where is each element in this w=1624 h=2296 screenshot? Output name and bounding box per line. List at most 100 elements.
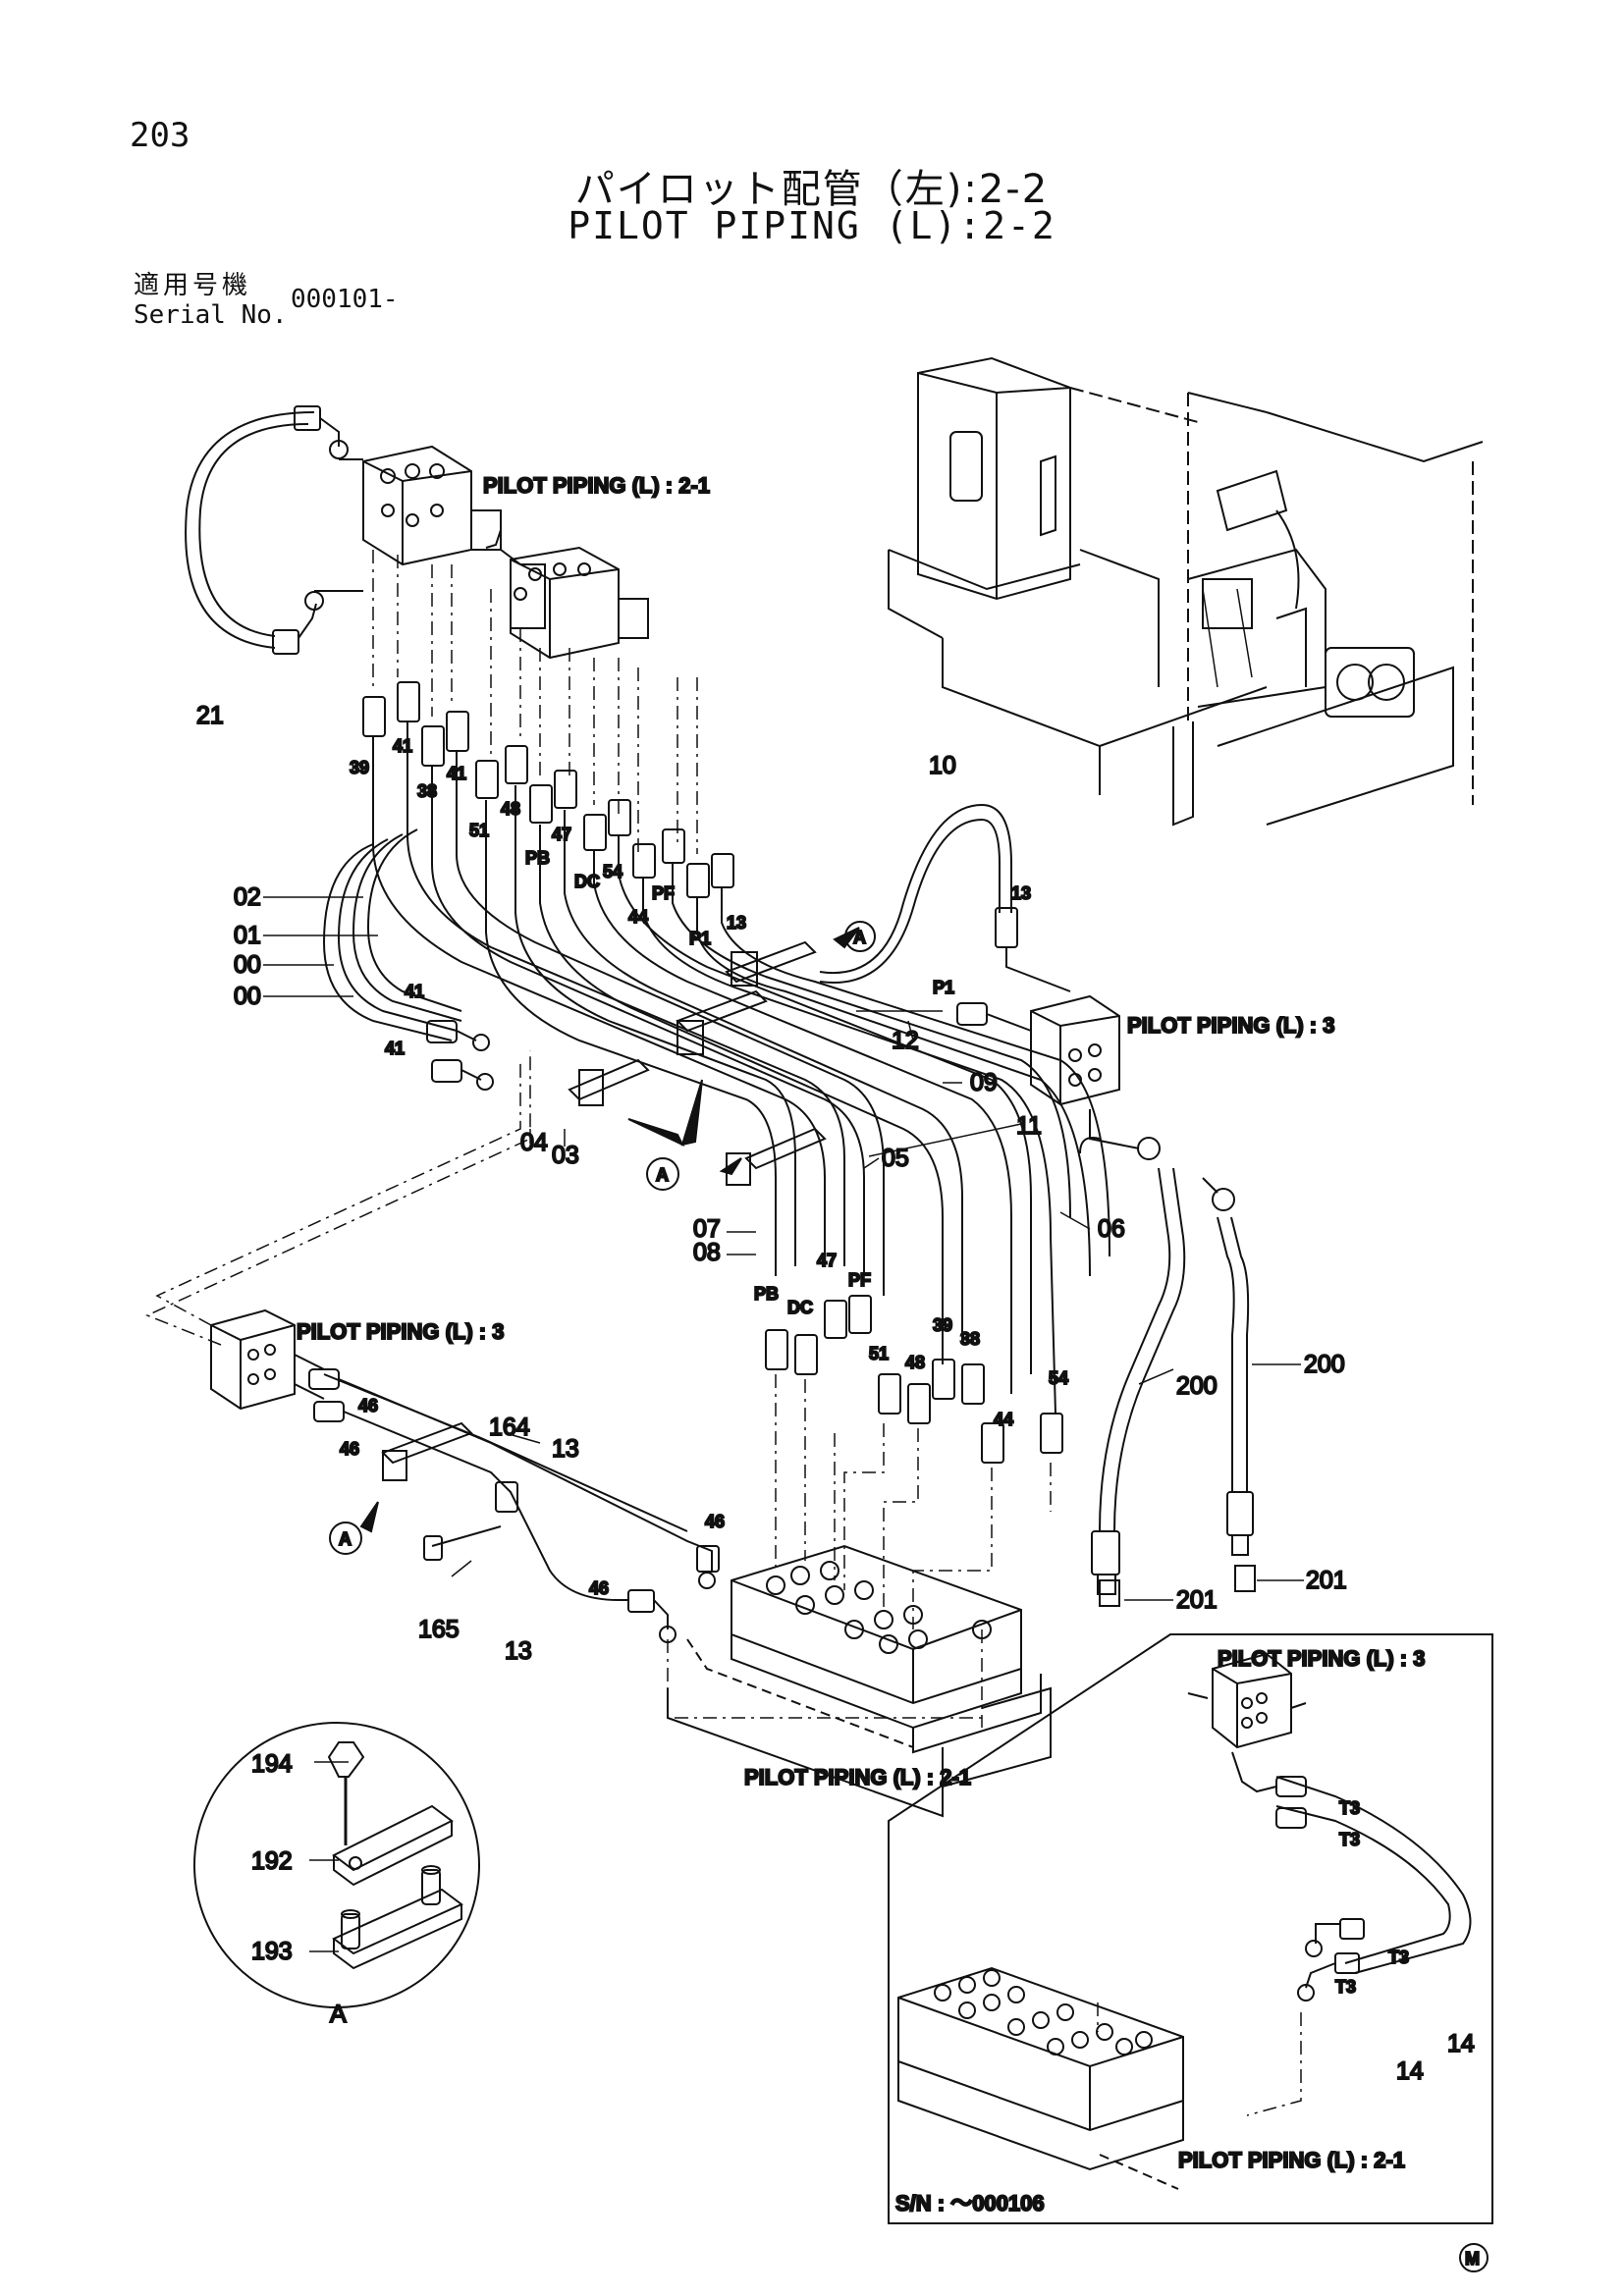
callout-06: 06 (1098, 1215, 1125, 1243)
detail-a-circle (193, 1722, 480, 2008)
serial-number-value: 000101- (291, 285, 399, 314)
callout-11: 11 (1016, 1112, 1042, 1140)
top-valve-blocks (362, 445, 649, 660)
callout-192: 192 (251, 1847, 293, 1875)
callout-200-b: 200 (1304, 1351, 1345, 1378)
callout-47: 47 (552, 825, 571, 844)
callout-21: 21 (196, 702, 224, 729)
callout-13-a: 13 (727, 913, 746, 933)
callout-48-b: 48 (905, 1353, 925, 1372)
callout-44-b: 44 (994, 1410, 1013, 1429)
callout-46-b: 46 (340, 1439, 359, 1459)
callout-51-b: 51 (869, 1344, 889, 1363)
callout-165: 165 (418, 1616, 460, 1643)
callout-46-a: 46 (358, 1396, 378, 1415)
leader-lines-bottom (775, 1374, 1052, 1629)
clamps (568, 940, 827, 1186)
callout-46-d: 46 (589, 1578, 609, 1598)
callout-193: 193 (251, 1938, 293, 1965)
callout-pf-2: PF (848, 1270, 871, 1290)
callout-12: 12 (892, 1027, 919, 1054)
callout-a-2: A (656, 1165, 669, 1185)
fittings-lower-row (765, 1295, 1063, 1464)
callout-p1-b: P1 (933, 978, 954, 997)
callout-t3-a: T3 (1339, 1798, 1360, 1818)
serial-label-english: Serial No. (134, 300, 288, 330)
callout-44: 44 (628, 907, 648, 927)
callout-51: 51 (469, 821, 489, 840)
hoses-200 (1091, 1167, 1256, 1607)
leader-to-bottom-ref (667, 1629, 983, 1728)
callout-14-b: 14 (1396, 2057, 1424, 2085)
tube-10 (819, 803, 1071, 992)
callout-10: 10 (929, 752, 956, 779)
callout-201-b: 201 (1306, 1567, 1347, 1594)
callout-a-3: A (339, 1529, 352, 1549)
ref-pilot-piping-3-left: PILOT PIPING (L) : 3 (297, 1319, 504, 1344)
ref-pilot-piping-2-1-inset: PILOT PIPING (L) : 2-1 (1178, 2148, 1405, 2172)
callout-dc-2: DC (787, 1298, 813, 1317)
callout-200-a: 200 (1176, 1372, 1218, 1400)
callout-14-a: 14 (1447, 2030, 1475, 2057)
leader-lines-left (145, 1050, 531, 1346)
callout-194: 194 (251, 1750, 293, 1778)
callout-41-d: 41 (385, 1039, 405, 1058)
callout-03: 03 (552, 1142, 579, 1169)
callout-pb: PB (525, 848, 550, 868)
callout-41-c: 41 (405, 982, 424, 1001)
callout-01: 01 (234, 922, 261, 949)
callout-07: 07 (693, 1215, 721, 1243)
left-valve (210, 1308, 345, 1422)
callout-201-a: 201 (1176, 1586, 1218, 1614)
callout-39-b: 39 (933, 1315, 952, 1335)
right-valve (956, 994, 1161, 1160)
machine-sketch (888, 356, 1484, 827)
ref-pilot-piping-2-1-top: PILOT PIPING (L) : 2-1 (483, 473, 710, 498)
callout-pb-2: PB (754, 1284, 779, 1304)
manufacturer-mark-circle (1459, 2243, 1489, 2272)
callout-46-c: 46 (705, 1512, 725, 1531)
callout-09: 09 (970, 1069, 998, 1096)
ref-pilot-piping-3-right: PILOT PIPING (L) : 3 (1127, 1013, 1334, 1038)
callout-leaders (263, 896, 1304, 1601)
callout-t3-b: T3 (1339, 1830, 1360, 1849)
callout-38-b: 38 (960, 1329, 980, 1349)
callout-41-a: 41 (393, 736, 412, 756)
callout-t3-c: T3 (1388, 1948, 1409, 1967)
callout-04: 04 (520, 1129, 548, 1156)
detail-a-arrows (359, 927, 860, 1533)
tubes-13-46 (323, 1373, 720, 1643)
detail-a-label: A (330, 2001, 347, 2028)
callout-p1: P1 (689, 929, 711, 948)
callout-pf: PF (652, 883, 675, 903)
callout-38: 38 (417, 781, 437, 801)
callout-00-b: 00 (234, 983, 261, 1010)
callout-13-d: 13 (505, 1637, 532, 1665)
callout-54-b: 54 (1049, 1368, 1068, 1388)
callout-t3-d: T3 (1335, 1977, 1356, 1997)
leader-lines-top (372, 550, 698, 854)
ref-pilot-piping-2-1-bottom: PILOT PIPING (L) : 2-1 (744, 1765, 971, 1789)
callout-47-b: 47 (817, 1251, 837, 1270)
callout-02: 02 (234, 883, 261, 911)
callout-08: 08 (693, 1239, 721, 1266)
hose-21 (185, 405, 363, 655)
page-title-japanese: パイロット配管（左):2-2 (574, 167, 1050, 212)
manufacturer-mark: M (1465, 2249, 1480, 2269)
callout-05: 05 (882, 1145, 909, 1172)
inset-frame (888, 1633, 1493, 2224)
callout-13-c: 13 (552, 1435, 579, 1463)
page-title-english: PILOT PIPING (L):2-2 (568, 204, 1056, 247)
callout-164: 164 (489, 1414, 530, 1441)
callout-54: 54 (603, 862, 623, 881)
callout-13-b: 13 (1011, 883, 1031, 903)
callout-39: 39 (350, 758, 369, 777)
ref-pilot-piping-3-inset: PILOT PIPING (L) : 3 (1218, 1646, 1425, 1671)
page-number: 203 (130, 116, 190, 155)
inset-serial-note: S/N : ～000106 (895, 2191, 1045, 2216)
tube-bundle (322, 721, 1110, 1415)
fittings-41 (426, 1020, 494, 1091)
serial-label-japanese: 適用号機 (134, 271, 252, 300)
callout-41-b: 41 (447, 764, 466, 783)
